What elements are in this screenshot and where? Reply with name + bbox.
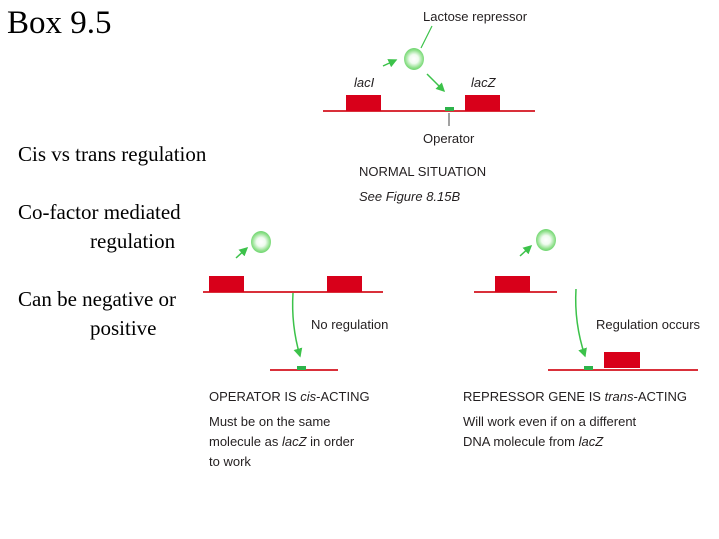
lactose-repressor-label: Lactose repressor	[423, 9, 528, 24]
bullet-cofactor-cont: regulation	[90, 229, 176, 253]
top-operator	[445, 107, 454, 111]
top-dna-strand	[323, 110, 535, 112]
trans-acting-title: REPRESSOR GENE IS trans-ACTING	[463, 387, 687, 407]
top-laci-gene	[346, 95, 381, 111]
cis-title-prefix: OPERATOR IS	[209, 389, 301, 404]
left-gene-to-repressor-arrow	[235, 246, 249, 259]
left-laci-gene	[209, 276, 244, 292]
trans-line2-prefix: DNA molecule from	[463, 434, 579, 449]
trans-caption-line-2: DNA molecule from lacZ	[463, 432, 603, 452]
cis-caption-line-1: Must be on the same	[209, 414, 331, 429]
bullet-cofactor: Co-factor mediated	[18, 200, 181, 224]
lacz-label: lacZ	[471, 75, 496, 90]
trans-title-suffix: -ACTING	[633, 389, 687, 404]
right-gene-to-repressor-arrow	[519, 244, 533, 257]
cis-caption-line-3: to work	[209, 454, 251, 469]
cis-line2-suffix: in order	[306, 434, 355, 449]
laci-label: lacI	[354, 75, 375, 90]
cis-title-italic: cis	[300, 389, 317, 404]
bullet-negative-positive-cont: positive	[90, 316, 157, 340]
right-lacz-gene	[604, 352, 640, 368]
right-dna-strand-2	[548, 369, 698, 371]
bullet-negative-positive: Can be negative or	[18, 287, 177, 311]
right-repressor-protein-icon	[536, 229, 556, 251]
left-operator	[297, 366, 306, 370]
operator-label: Operator	[423, 131, 475, 146]
repressor-pointer-line	[420, 25, 433, 49]
right-dna-strand-1	[474, 291, 557, 293]
right-laci-gene	[495, 276, 530, 292]
trans-title-italic: trans	[604, 389, 634, 404]
cis-title-suffix: -ACTING	[316, 389, 370, 404]
right-operator	[584, 366, 593, 370]
cis-caption-line-2: molecule as lacZ in order	[209, 432, 354, 452]
laci-to-repressor-arrow	[382, 59, 398, 68]
no-regulation-label: No regulation	[311, 317, 389, 332]
bullet-cis-trans: Cis vs trans regulation	[18, 142, 207, 166]
figure-reference: See Figure 8.15B	[359, 189, 461, 204]
slide-title: Box 9.5	[7, 5, 112, 41]
top-lacz-gene	[465, 95, 500, 111]
left-repressor-protein-icon	[251, 231, 271, 253]
cis-line2-prefix: molecule as	[209, 434, 282, 449]
left-dna-strand-1	[203, 291, 383, 293]
left-dna-strand-2	[270, 369, 338, 371]
trans-line2-italic: lacZ	[578, 434, 604, 449]
cis-acting-title: OPERATOR IS cis-ACTING	[209, 387, 370, 407]
trans-title-prefix: REPRESSOR GENE IS	[463, 389, 605, 404]
left-lacz-gene	[327, 276, 362, 292]
normal-situation-caption: NORMAL SITUATION	[359, 164, 487, 179]
repressor-to-operator-arrow	[426, 73, 446, 93]
right-regulation-arrow	[574, 288, 587, 358]
trans-caption-line-1: Will work even if on a different	[463, 414, 637, 429]
left-no-regulation-arrow	[291, 292, 303, 358]
repressor-protein-icon	[404, 48, 424, 70]
cis-line2-italic: lacZ	[281, 434, 307, 449]
regulation-occurs-label: Regulation occurs	[596, 317, 701, 332]
